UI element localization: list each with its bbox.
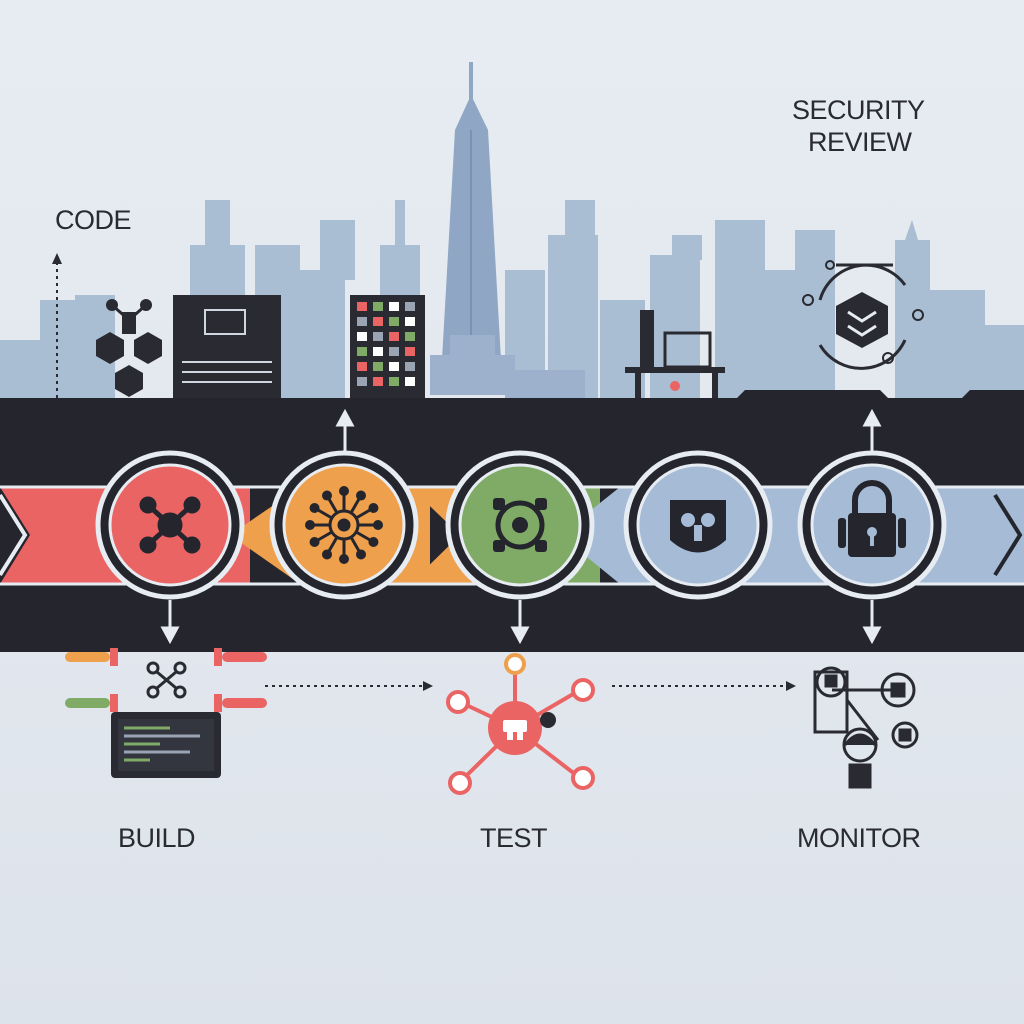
grid-window <box>357 362 367 371</box>
hub-node <box>339 486 349 496</box>
pixel-grid-building-icon <box>350 295 425 398</box>
security-label-line2: REVIEW <box>808 127 912 158</box>
security-shield-node-icon <box>802 260 924 370</box>
grid-window <box>357 347 367 356</box>
lock-icon <box>838 480 906 557</box>
grid-window <box>357 302 367 311</box>
grid-window <box>405 347 415 356</box>
grid-window <box>373 332 383 341</box>
grid-window <box>373 347 383 356</box>
grid-window <box>357 377 367 386</box>
grid-window <box>373 302 383 311</box>
grid-window <box>389 362 399 371</box>
hub-node <box>339 554 349 564</box>
grid-window <box>373 377 383 386</box>
hub-node <box>356 490 366 501</box>
stage-test-node <box>445 450 595 600</box>
stage-security-node <box>623 450 773 600</box>
grid-window <box>389 332 399 341</box>
hub-node <box>373 520 383 530</box>
stage-build-node <box>269 450 419 600</box>
hub-node <box>322 490 332 501</box>
grid-window <box>389 377 399 386</box>
grid-window <box>405 362 415 371</box>
build-toolkit-icon <box>65 648 267 778</box>
grid-window <box>373 362 383 371</box>
code-label: CODE <box>55 205 132 235</box>
hub-node <box>356 549 366 560</box>
grid-window <box>389 302 399 311</box>
security-label-line1: SECURITY <box>792 95 925 125</box>
shield-icon <box>670 500 726 553</box>
hub-node <box>368 503 379 513</box>
grid-window <box>405 302 415 311</box>
test-label: TEST <box>480 823 548 853</box>
monitor-label: MONITOR <box>797 823 921 853</box>
network-hub-icon <box>305 486 383 564</box>
hub-node <box>309 537 320 547</box>
hub-node <box>309 503 320 513</box>
grid-window <box>405 377 415 386</box>
stage-code-node <box>95 450 245 600</box>
grid-window <box>389 347 399 356</box>
hub-node <box>322 549 332 560</box>
flow-arrows <box>160 408 882 645</box>
central-tower <box>430 62 585 398</box>
hub-node <box>368 537 379 547</box>
test-network-icon <box>446 653 595 795</box>
hexagon-robot-icon <box>96 299 162 397</box>
grid-window <box>357 332 367 341</box>
grid-window <box>405 317 415 326</box>
build-label: BUILD <box>118 823 196 853</box>
bottom-dotted-arrows <box>265 681 796 691</box>
grid-window <box>405 332 415 341</box>
hub-node <box>305 520 315 530</box>
stage-monitor-node <box>797 450 947 600</box>
server-panel-icon <box>173 295 281 398</box>
desk-terminal-icon <box>625 310 725 398</box>
drone-icon <box>139 496 201 554</box>
monitor-team-icon <box>813 666 919 789</box>
grid-window <box>389 317 399 326</box>
grid-window <box>373 317 383 326</box>
security-review-label: SECURITY REVIEW <box>792 94 925 159</box>
grid-window <box>357 317 367 326</box>
target-icon <box>493 498 547 552</box>
